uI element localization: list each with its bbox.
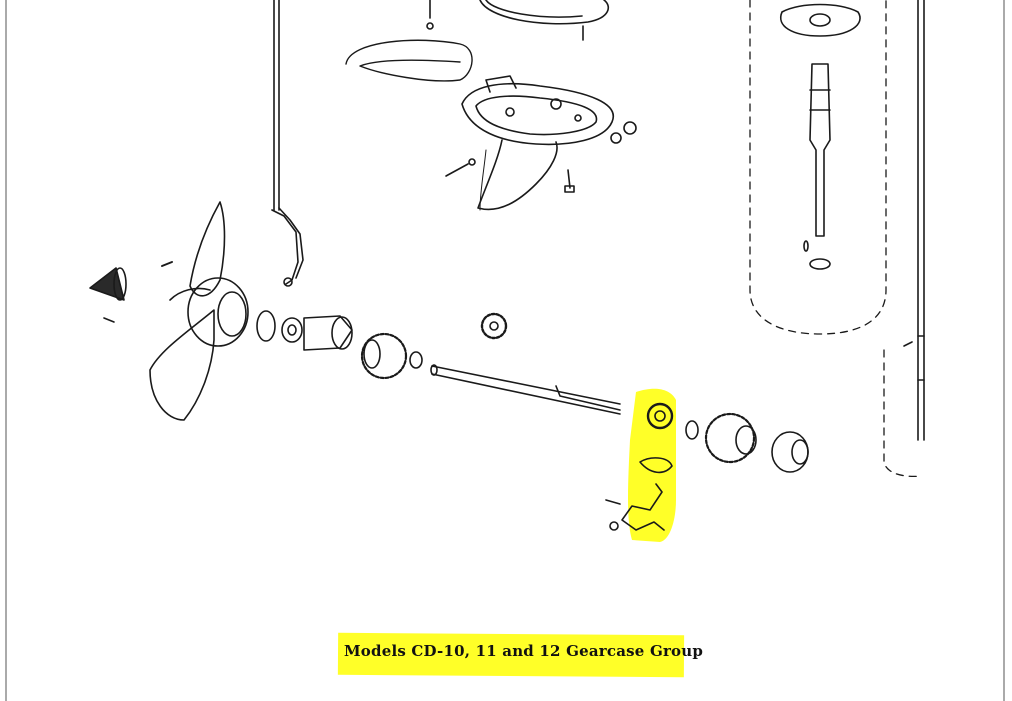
figure-caption: Models CD-10, 11 and 12 Gearcase Group [344,642,704,660]
housing-screws [445,121,637,193]
propeller-shaft [430,364,621,415]
propeller-nut-cone [89,267,127,323]
lower-gearcase-cover [426,0,610,41]
exhaust-tube-outline-lower [883,349,923,478]
clutch-dog [639,402,674,474]
clutch-highlight [628,388,676,542]
propeller [149,201,249,421]
skeg-fin [479,149,487,211]
pinion-gear [480,312,508,340]
gearcase-housing [461,75,615,211]
wire-spring-clip [345,39,473,82]
water-pump-plate [779,3,861,37]
forward-gear [685,412,757,464]
front-bearing [771,431,809,473]
reverse-gear [360,332,423,380]
propeller-shaft-bearing [281,315,353,351]
clutch-shift-lever [605,483,665,531]
drive-shaft [803,63,831,270]
exhaust-tube-outline [749,0,887,335]
shift-rod [271,0,304,287]
thrust-washer [256,310,276,342]
drive-pin [161,261,173,267]
shift-tube [903,0,925,441]
